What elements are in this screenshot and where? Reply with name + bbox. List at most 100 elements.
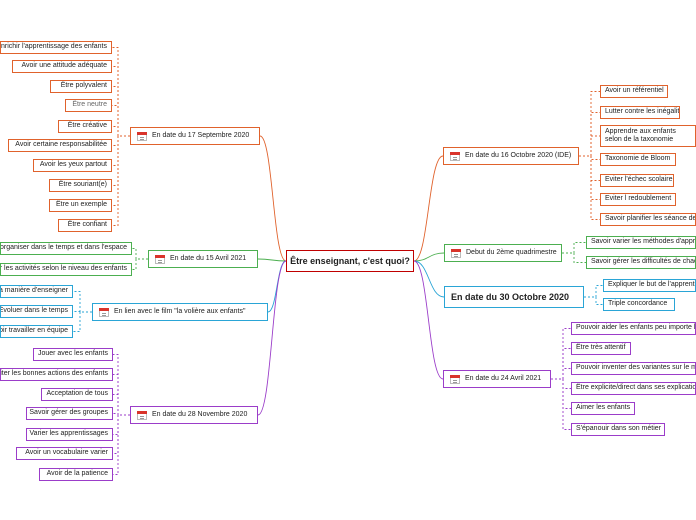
branch-oct30-2020[interactable]: En date du 30 Octobre 2020 [444, 286, 584, 308]
branch-label: En date du 30 Octobre 2020 [451, 291, 570, 302]
connector-oct16 [413, 155, 444, 262]
calendar-icon [137, 131, 147, 141]
leaf-connector-oct16-3 [579, 155, 600, 160]
leaf-connector-avril24-3 [551, 378, 571, 389]
leaf-nov-5[interactable]: Avoir un vocabulaire varier [16, 447, 113, 460]
leaf-avril24-0[interactable]: Pouvoir aider les enfants peu importe le… [571, 322, 696, 335]
leaf-connector-oct16-1 [579, 112, 600, 157]
calendar-icon [450, 151, 460, 161]
leaf-connector-avril24-4 [551, 378, 571, 409]
branch-label: En lien avec le film "la volière aux enf… [114, 307, 246, 315]
leaf-sept-8[interactable]: Être un exemple [49, 199, 112, 212]
leaf-connector-film-2 [73, 311, 92, 332]
leaf-connector-film-0 [73, 291, 92, 313]
leaf-connector-oct30-0 [584, 285, 603, 298]
calendar-icon [451, 248, 461, 258]
leaf-sept-1[interactable]: Avoir une attitude adéquate [12, 60, 112, 73]
leaf-connector-sept-6 [112, 135, 130, 166]
leaf-connector-quad-0 [562, 242, 586, 254]
branch-label: En date du 17 Septembre 2020 [152, 131, 250, 139]
calendar-icon [137, 410, 147, 420]
leaf-sept-2[interactable]: Être polyvalent [50, 80, 112, 93]
branch-label: En date du 28 Novembre 2020 [152, 410, 248, 418]
leaf-connector-sept-1 [112, 66, 130, 137]
leaf-oct16-6[interactable]: Savoir planifier les séance de cours [600, 213, 696, 226]
connector-oct30 [413, 260, 445, 298]
branch-avril24-2021[interactable]: En date du 24 Avril 2021 [443, 370, 551, 388]
leaf-connector-sept-7 [112, 135, 130, 186]
connector-film [267, 260, 287, 313]
leaf-nov-0[interactable]: Jouer avec les enfants [33, 348, 113, 361]
connector-sept [259, 135, 287, 262]
leaf-avril24-2[interactable]: Pouvoir inventer des variantes sur le mo… [571, 362, 696, 375]
leaf-connector-nov-6 [113, 414, 130, 475]
calendar-icon [99, 307, 109, 317]
branch-label: En date du 16 Octobre 2020 (IDE) [465, 151, 572, 159]
connector-quad [413, 252, 445, 262]
leaf-connector-nov-0 [113, 354, 130, 416]
connector-avril15 [257, 258, 287, 262]
leaf-quad-1[interactable]: Savoir gérer les difficultés de chacun [586, 256, 696, 269]
leaf-nov-4[interactable]: Varier les apprentissages [26, 428, 113, 441]
leaf-connector-oct16-5 [579, 155, 600, 200]
leaf-film-1[interactable]: Évoluer dans le temps [0, 305, 73, 318]
calendar-icon [450, 374, 460, 384]
leaf-oct16-4[interactable]: Eviter l'échec scolaire [600, 174, 674, 187]
connector-nov [257, 260, 287, 416]
leaf-film-0[interactable]: Sa manière d'enseigner [0, 285, 73, 298]
leaf-connector-oct16-0 [579, 91, 600, 157]
connector-avril24 [413, 260, 444, 380]
leaf-sept-9[interactable]: Être confiant [58, 219, 112, 232]
leaf-connector-avril24-0 [551, 328, 571, 380]
leaf-nov-6[interactable]: Avoir de la patience [39, 468, 113, 481]
leaf-avril15-1[interactable]: Adapter les activités selon le niveau de… [0, 263, 132, 276]
leaf-oct30-1[interactable]: Triple concordance [603, 298, 675, 311]
branch-label: Debut du 2ème quadrimestre [466, 248, 557, 256]
leaf-sept-4[interactable]: Être créative [58, 120, 112, 133]
leaf-avril24-3[interactable]: Être explicite/direct dans ses explicati… [571, 382, 696, 395]
leaf-oct16-0[interactable]: Avoir un référentiel [600, 85, 668, 98]
leaf-connector-nov-2 [113, 394, 130, 416]
branch-film[interactable]: En lien avec le film "la volière aux enf… [92, 303, 268, 321]
leaf-oct16-1[interactable]: Lutter contre les inégalités [600, 106, 680, 119]
leaf-nov-1[interactable]: Féliciter les bonnes actions des enfants [0, 368, 113, 381]
branch-avril15-2021[interactable]: En date du 15 Avril 2021 [148, 250, 258, 268]
leaf-connector-nov-1 [113, 374, 130, 416]
leaf-connector-quad-1 [562, 252, 586, 263]
leaf-connector-sept-5 [112, 135, 130, 146]
leaf-connector-avril15-0 [132, 248, 148, 260]
leaf-avril15-0[interactable]: S'organiser dans le temps et dans l'espa… [0, 242, 132, 255]
leaf-film-2[interactable]: Savoir travailler en équipe [0, 325, 73, 338]
branch-nov-2020[interactable]: En date du 28 Novembre 2020 [130, 406, 258, 424]
central-topic[interactable]: Être enseignant, c'est quoi? [286, 250, 414, 272]
leaf-quad-0[interactable]: Savoir varier les méthodes d'apprentissa… [586, 236, 696, 249]
branch-oct16-2020[interactable]: En date du 16 Octobre 2020 (IDE) [443, 147, 579, 165]
leaf-connector-sept-4 [112, 126, 130, 137]
leaf-sept-6[interactable]: Avoir les yeux partout [33, 159, 112, 172]
leaf-oct30-0[interactable]: Expliquer le but de l'apprentissage [603, 279, 696, 292]
leaf-sept-7[interactable]: Être souriant(e) [49, 179, 112, 192]
leaf-connector-sept-2 [112, 86, 130, 137]
leaf-sept-0[interactable]: Enrichir l'apprentissage des enfants [0, 41, 112, 54]
leaf-connector-avril24-1 [551, 348, 571, 380]
leaf-connector-sept-0 [112, 47, 130, 137]
leaf-connector-avril24-2 [551, 368, 571, 380]
branch-sept-2020[interactable]: En date du 17 Septembre 2020 [130, 127, 260, 145]
leaf-avril24-4[interactable]: Aimer les enfants [571, 402, 635, 415]
leaf-connector-oct16-2 [579, 135, 600, 157]
leaf-oct16-3[interactable]: Taxonomie de Bloom [600, 153, 676, 166]
leaf-nov-3[interactable]: Savoir gérer des groupes [26, 407, 113, 420]
leaf-avril24-5[interactable]: S'épanouir dans son métier [571, 423, 665, 436]
leaf-avril24-1[interactable]: Être très attentif [571, 342, 631, 355]
calendar-icon [155, 254, 165, 264]
leaf-sept-3[interactable]: Être neutre [65, 99, 112, 112]
leaf-connector-avril15-1 [132, 258, 148, 270]
branch-quadrimestre[interactable]: Debut du 2ème quadrimestre [444, 244, 562, 262]
leaf-oct16-5[interactable]: Eviter l redoublement [600, 193, 676, 206]
leaf-connector-sept-8 [112, 135, 130, 206]
leaf-sept-5[interactable]: Avoir certaine responsabilitée [8, 139, 112, 152]
leaf-oct16-2[interactable]: Apprendre aux enfants selon de la taxono… [600, 125, 696, 147]
leaf-connector-sept-9 [112, 135, 130, 226]
leaf-nov-2[interactable]: Acceptation de tous [41, 388, 113, 401]
